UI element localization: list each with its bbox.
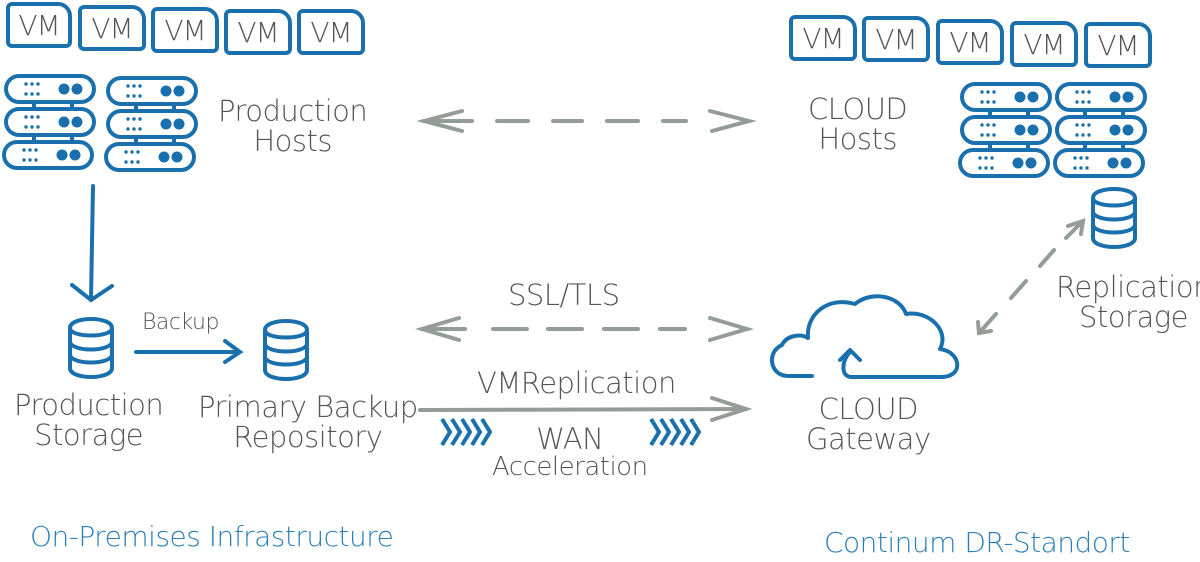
production-server-icon [4,76,94,168]
cloud-gateway-icon [770,294,960,380]
vm-box: VM [789,15,857,61]
label-line: Gateway [806,422,931,457]
label-line: Hosts [253,124,332,159]
label-line: Repository [233,420,383,455]
production-hosts-label: Production Hosts [218,94,368,159]
label-line: Acceleration [492,452,648,483]
replication-storage-icon [1091,187,1137,249]
production-server-icon [106,78,196,170]
wan-acceleration-label: WAN Acceleration [492,424,648,482]
label-line: Storage [1079,300,1188,335]
label-line: Production [218,94,368,128]
label-line: Hosts [818,122,897,157]
label-line: CLOUD [818,392,919,426]
on-premises-section-title: On-Premises Infrastructure [30,520,394,553]
cloud-server-icon [1055,84,1145,176]
cloud-hosts-label: CLOUD Hosts [808,92,908,157]
gateway-replication-arrow [976,218,1086,336]
vm-box: VM [936,19,1004,65]
vm-replication-arrow [418,396,753,422]
hosts-sync-arrow [416,109,757,133]
vm-box: VM [224,9,292,55]
production-storage-icon [68,317,114,379]
label-line: Storage [34,418,144,453]
vm-box: VM [1010,21,1078,67]
ssl-tls-arrow [414,316,755,342]
label-line: WAN [536,422,604,456]
dr-site-section-title: Continum DR-Standort [824,526,1130,559]
vm-box: VM [6,2,72,48]
vm-box: VM [862,16,930,62]
backup-arrow [134,339,244,364]
vm-box: VM [297,9,365,55]
backup-repository-label: Primary Backup Repository [198,392,418,453]
vm-box: VM [1084,22,1152,68]
backup-label: Backup [142,310,219,335]
ssl-tls-label: SSL/TLS [508,278,620,312]
replication-storage-label: Replication Storage [1056,272,1200,333]
wan-acceleration-chevrons-icon [649,417,701,447]
label-line: Production [14,388,164,422]
cloud-gateway-label: CLOUD Gateway [806,394,931,455]
vm-replication-label: VMReplication [477,366,676,400]
cloud-server-icon [960,84,1050,176]
label-line: CLOUD [808,92,908,126]
label-line: Primary Backup [198,390,418,424]
vm-box: VM [78,5,146,51]
label-line: Replication [1056,270,1200,304]
vm-box: VM [151,7,219,53]
production-storage-label: Production Storage [14,388,164,453]
hosts-to-storage-arrow [70,184,114,303]
backup-repository-icon [263,319,309,381]
wan-acceleration-chevrons-icon [440,417,492,447]
